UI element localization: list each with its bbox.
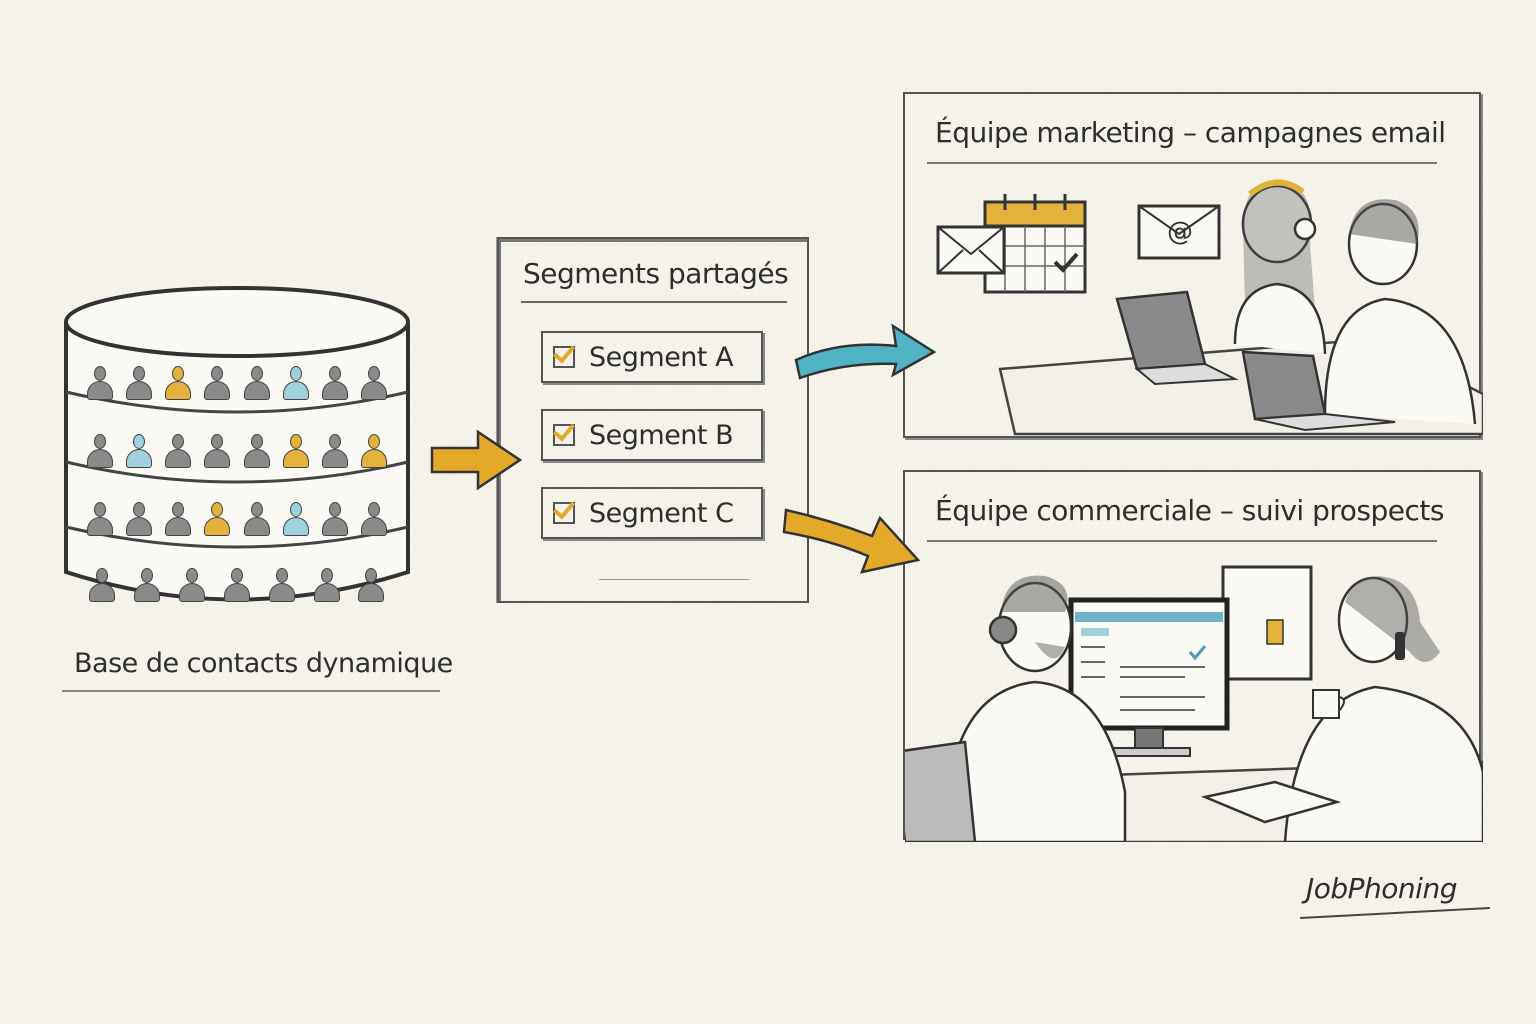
title-underline: [521, 301, 787, 303]
contact-person-icon: [134, 568, 161, 602]
segments-panel-title: Segments partagés: [523, 257, 789, 290]
contact-person-icon: [361, 502, 388, 536]
commercial-scene: [905, 565, 1483, 842]
brand-logo: JobPhoning: [1306, 872, 1457, 905]
shared-segments-panel: Segments partagés Segment A Segment B Se…: [497, 237, 809, 603]
contact-person-icon: [358, 568, 385, 602]
segment-label: Segment A: [589, 341, 734, 373]
contact-person-icon: [282, 502, 309, 536]
contact-person-icon: [125, 366, 152, 400]
contact-person-icon: [204, 502, 231, 536]
marketing-team-title: Équipe marketing – campagnes email: [935, 116, 1446, 149]
checkbox-checked-icon[interactable]: [553, 346, 575, 368]
contact-row: [80, 342, 394, 400]
monitor-icon: [1068, 565, 1313, 757]
contact-person-icon: [243, 366, 270, 400]
contact-person-icon: [86, 434, 113, 468]
segment-b-item[interactable]: Segment B: [541, 409, 763, 461]
segment-a-item[interactable]: Segment A: [541, 331, 763, 383]
contact-person-icon: [86, 502, 113, 536]
calendar-icon: [983, 194, 1087, 294]
contact-person-icon: [268, 568, 295, 602]
contact-person-icon: [86, 366, 113, 400]
checkbox-checked-icon[interactable]: [553, 502, 575, 524]
notebook-icon: [1200, 780, 1342, 824]
contact-person-icon: [204, 434, 231, 468]
marketing-team-panel: Équipe marketing – campagnes email @: [903, 92, 1483, 438]
segment-label: Segment C: [589, 497, 734, 529]
contact-person-icon: [204, 366, 231, 400]
contact-person-icon: [313, 568, 340, 602]
contact-person-icon: [243, 434, 270, 468]
contact-person-icon: [322, 502, 349, 536]
man-with-headset: [905, 575, 1127, 842]
coffee-mug-icon: [1312, 689, 1345, 719]
envelope-icon: [936, 225, 1006, 275]
contact-person-icon: [165, 434, 192, 468]
checkbox-checked-icon[interactable]: [553, 424, 575, 446]
contact-person-icon: [165, 366, 192, 400]
contact-person-icon: [243, 502, 270, 536]
title-underline: [927, 540, 1437, 542]
segment-label: Segment B: [589, 419, 734, 451]
contact-person-icon: [179, 568, 206, 602]
woman-with-headset: [1233, 179, 1327, 355]
database-caption: Base de contacts dynamique: [74, 648, 453, 679]
man-at-laptop: [1323, 199, 1477, 425]
contact-person-icon: [125, 502, 152, 536]
contact-person-icon: [125, 434, 152, 468]
contact-person-icon: [223, 568, 250, 602]
marketing-scene: @: [936, 179, 1483, 436]
panel-footer-line: [599, 579, 749, 580]
segment-c-item[interactable]: Segment C: [541, 487, 763, 539]
contact-person-icon: [282, 366, 309, 400]
contact-database-cylinder: [58, 282, 416, 612]
contact-row: [80, 410, 394, 468]
svg-text:@: @: [1167, 217, 1193, 247]
contact-row: [80, 478, 394, 536]
contact-person-icon: [282, 434, 309, 468]
commercial-team-title: Équipe commerciale – suivi prospects: [935, 494, 1444, 527]
contact-person-icon: [361, 434, 388, 468]
contact-person-icon: [322, 366, 349, 400]
contact-person-icon: [89, 568, 116, 602]
caption-underline: [62, 690, 440, 692]
at-email-icon: @: [1137, 204, 1221, 260]
laptop-icon: [1115, 290, 1396, 432]
phone-icon: [1395, 632, 1405, 660]
contact-row: [80, 544, 394, 602]
contact-person-icon: [322, 434, 349, 468]
contact-person-icon: [361, 366, 388, 400]
title-underline: [927, 162, 1437, 164]
commercial-team-panel: Équipe commerciale – suivi prospects: [903, 470, 1483, 842]
contact-person-icon: [165, 502, 192, 536]
